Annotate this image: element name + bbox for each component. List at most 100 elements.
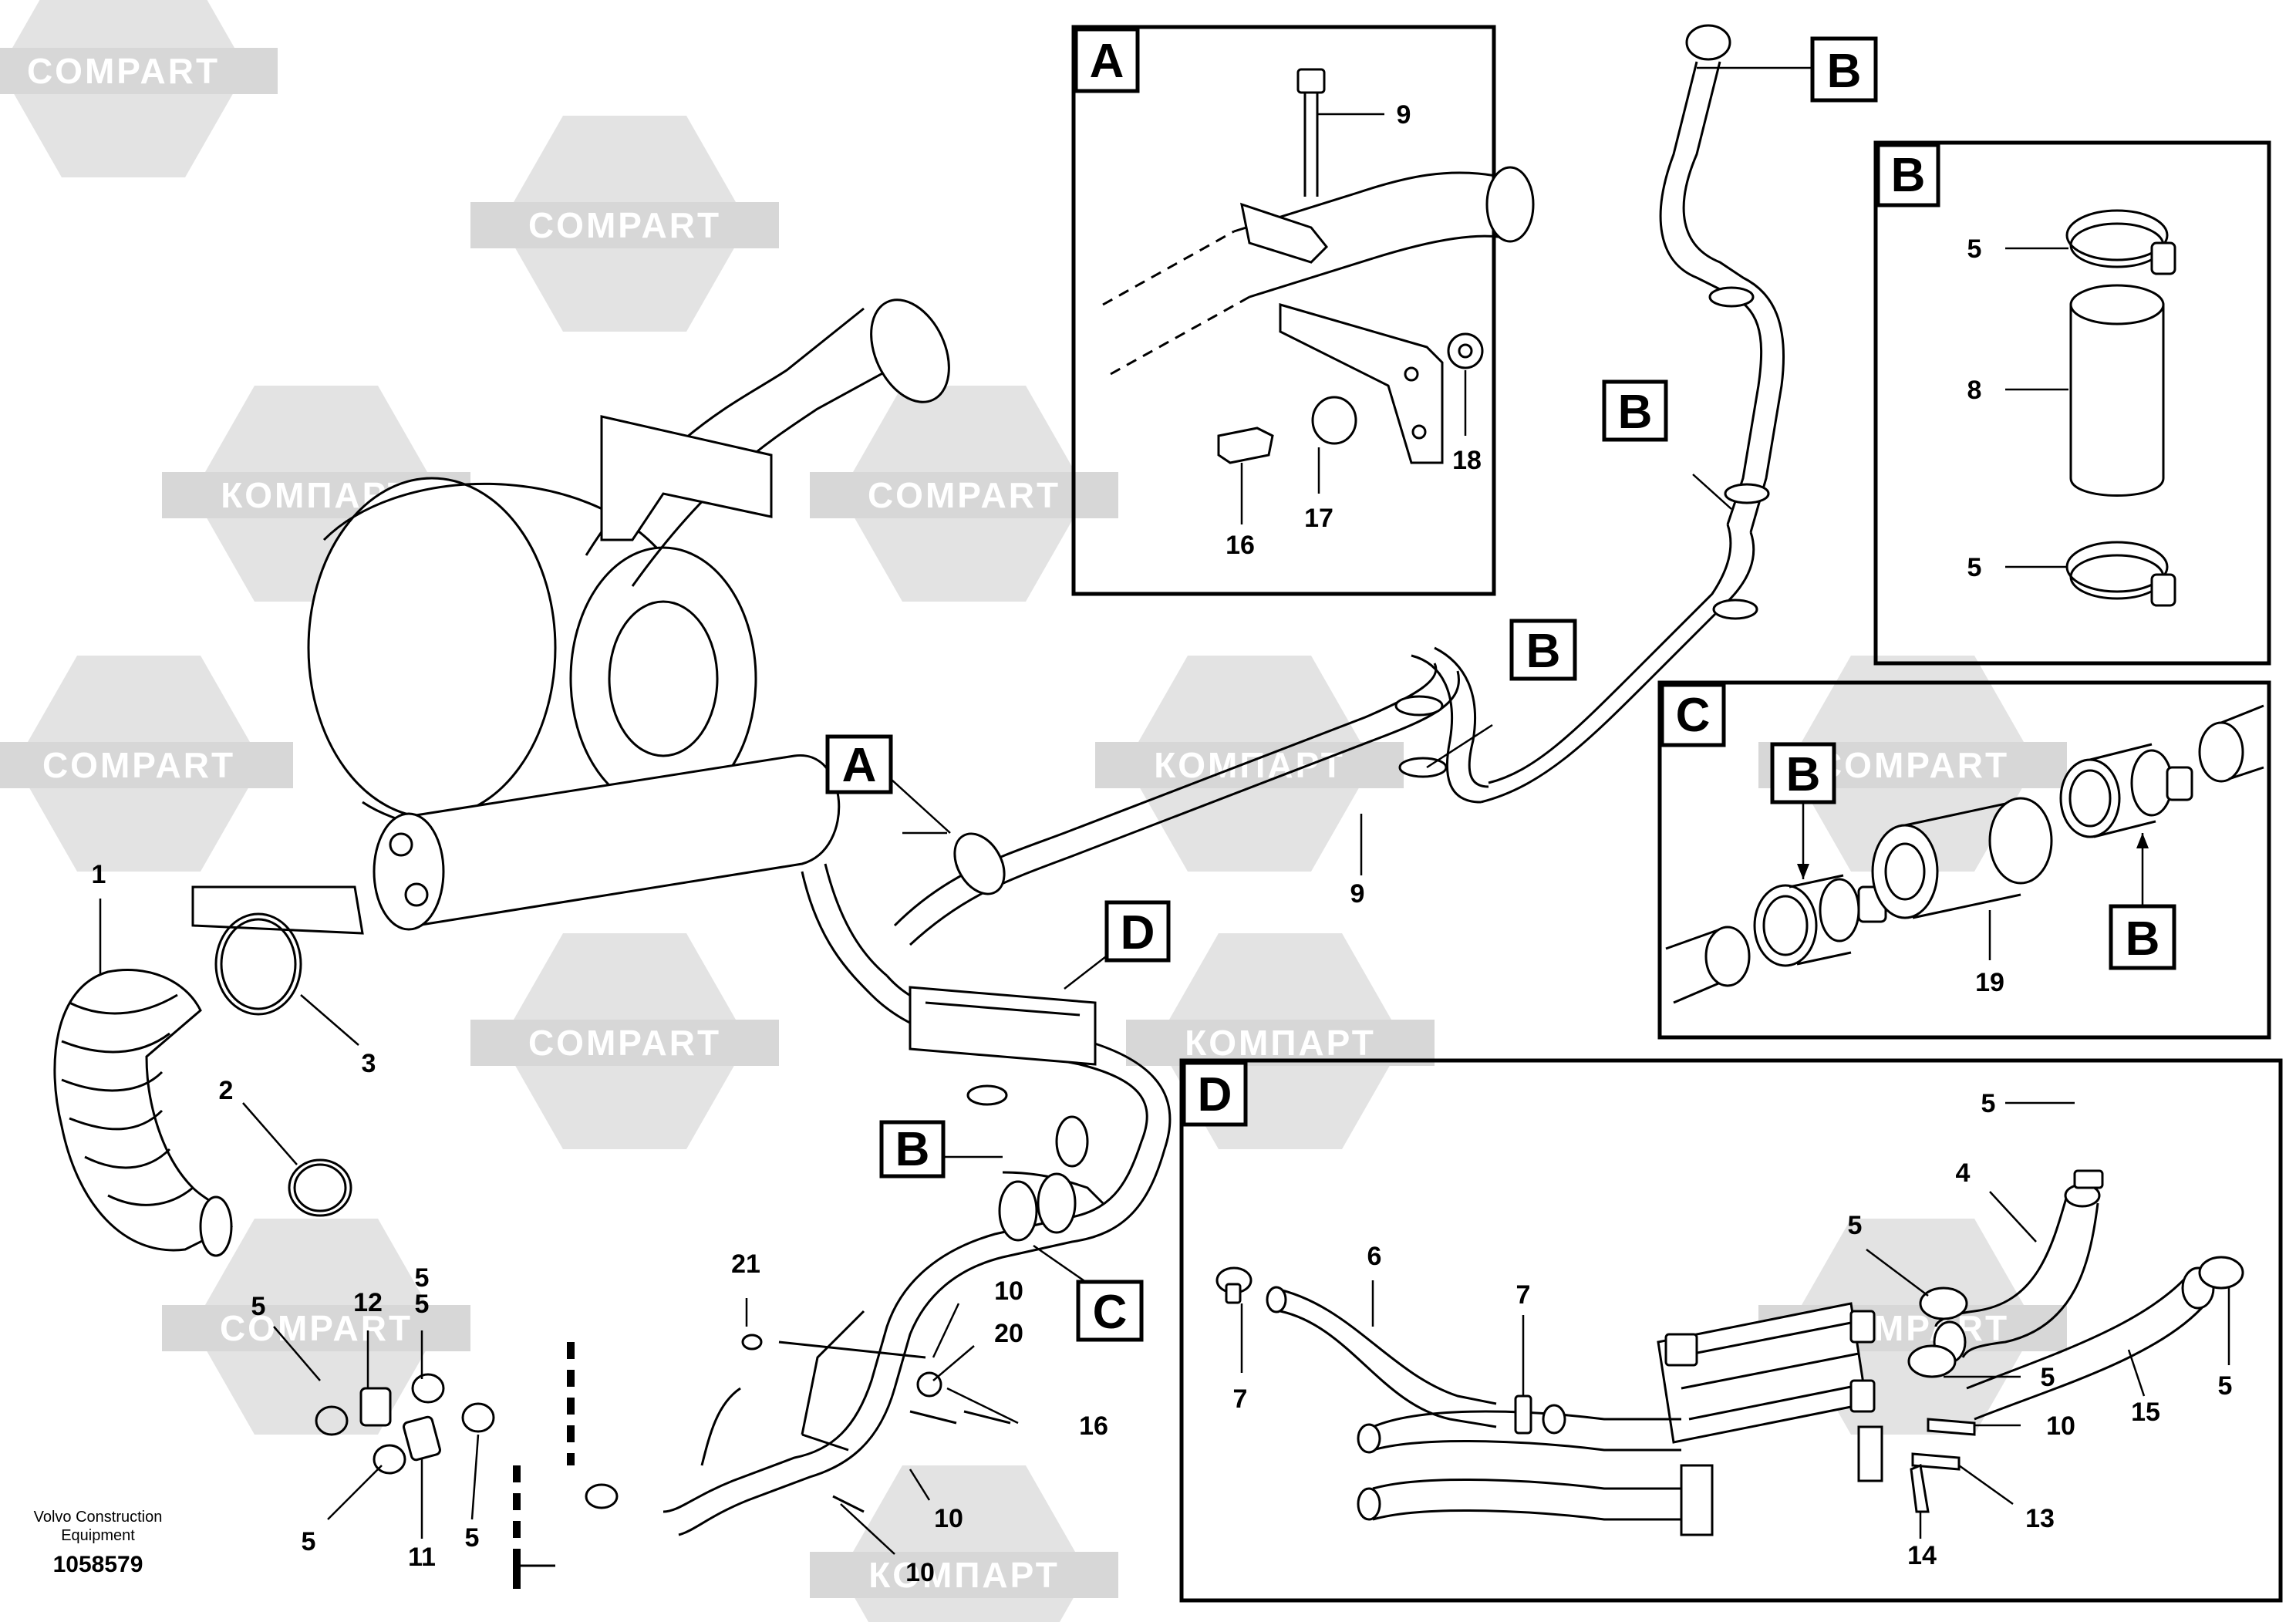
ref-tag-B-mid[interactable]: B	[1509, 619, 1577, 681]
detail-D-callout-6: 6	[1367, 1242, 1382, 1271]
svg-text:B: B	[2126, 912, 2160, 966]
ref-tag-C-main[interactable]: C	[1076, 1280, 1144, 1342]
ref-tag-B-top[interactable]: B	[1810, 36, 1878, 103]
svg-text:КОМПАРТ: КОМПАРТ	[868, 1555, 1060, 1595]
detail-B-callout-5-top: 5	[1967, 234, 1982, 264]
coolant-pipe-routing	[585, 24, 1785, 1536]
intake-bellows-hose	[53, 968, 233, 1257]
svg-text:COMPART: COMPART	[220, 1308, 413, 1348]
detail-D-callout-15: 15	[2131, 1398, 2160, 1427]
callout-10-main-c: 10	[905, 1558, 935, 1587]
callout-12: 12	[353, 1288, 383, 1317]
callout-2: 2	[219, 1076, 234, 1105]
detail-C-callout-19: 19	[1975, 968, 2004, 997]
callout-10-main-b: 10	[934, 1504, 963, 1533]
hose-clamp-ring-2	[288, 1158, 352, 1217]
main-callout-numbers: 1 2 3 9 21 10 20 16 12 5 5 5 5 5 11 10 1…	[92, 860, 1365, 1587]
svg-text:COMPART: COMPART	[528, 205, 721, 245]
main-callout-leaders	[99, 66, 1812, 1555]
drawing-number: 1058579	[53, 1552, 143, 1577]
detail-view-A: A 9 16 17 18	[1071, 25, 1535, 596]
detail-D-callout-5-lower: 5	[2041, 1363, 2055, 1392]
svg-text:COMPART: COMPART	[868, 475, 1060, 515]
detail-C-title: C	[1660, 683, 1726, 747]
detail-D-title: D	[1182, 1061, 1248, 1127]
watermark-tile: COMPART	[470, 116, 779, 332]
maker-name-line1: Volvo Construction	[34, 1509, 163, 1526]
detail-view-D: D	[1179, 1058, 2283, 1603]
svg-text:B: B	[1526, 625, 1561, 678]
watermark-tile: COMPART	[470, 933, 779, 1149]
detail-D-callout-7-right: 7	[1516, 1280, 1531, 1310]
detail-A-title: A	[1074, 27, 1140, 93]
detail-B-title: B	[1876, 143, 1940, 207]
callout-11: 11	[408, 1543, 436, 1572]
callout-16-main: 16	[1079, 1411, 1108, 1441]
svg-text:B: B	[895, 1123, 930, 1176]
callout-5-main-a: 5	[415, 1263, 430, 1293]
callout-5-main-c: 5	[302, 1527, 316, 1556]
svg-text:A: A	[842, 739, 877, 792]
callout-5-main-e: 5	[415, 1290, 430, 1319]
svg-text:КОМПАРТ: КОМПАРТ	[1185, 1023, 1376, 1063]
detail-view-C: C B	[1657, 680, 2271, 1040]
watermark-tile: COMPART	[0, 0, 278, 177]
svg-text:D: D	[1121, 906, 1155, 959]
callout-21: 21	[731, 1249, 760, 1279]
svg-text:A: A	[1090, 35, 1124, 88]
drawing-footer: Volvo Construction Equipment 1058579	[34, 1509, 163, 1577]
detail-D-callout-13: 13	[2025, 1504, 2055, 1533]
detail-D-callout-5-far-right: 5	[2218, 1371, 2233, 1401]
detail-D-callout-5-mid: 5	[1848, 1211, 1863, 1240]
detail-D-callout-5-top: 5	[1981, 1089, 1996, 1118]
callout-5-main-b: 5	[251, 1292, 266, 1321]
maker-name-line2: Equipment	[61, 1527, 135, 1544]
svg-text:C: C	[1676, 689, 1711, 742]
ref-tag-D-main[interactable]: D	[1104, 900, 1171, 963]
detail-C-ref-B-left[interactable]: B	[1770, 742, 1836, 804]
engine-aftertreatment-assembly	[191, 298, 950, 935]
detail-B-callout-8: 8	[1967, 376, 1982, 405]
svg-text:B: B	[1786, 748, 1821, 801]
hose-clamp-ring-3	[214, 912, 302, 1016]
callout-1: 1	[92, 860, 106, 889]
svg-text:COMPART: COMPART	[1816, 745, 2009, 785]
callout-9-main: 9	[1350, 879, 1365, 909]
ref-tag-A-main[interactable]: A	[825, 734, 893, 794]
svg-text:C: C	[1093, 1286, 1128, 1339]
detail-B-callout-5-bottom: 5	[1967, 553, 1982, 582]
ref-tag-B-lower[interactable]: B	[879, 1120, 946, 1179]
detail-A-callout-16: 16	[1226, 531, 1255, 560]
detail-D-callout-10: 10	[2046, 1411, 2075, 1441]
detail-D-callout-14: 14	[1907, 1541, 1937, 1570]
ref-tag-B-upper-right[interactable]: B	[1602, 379, 1668, 442]
svg-text:D: D	[1198, 1068, 1232, 1121]
svg-text:B: B	[1827, 45, 1862, 98]
svg-text:B: B	[1618, 386, 1653, 439]
detail-C-ref-B-right[interactable]: B	[2109, 904, 2176, 970]
callout-10-main-a: 10	[994, 1276, 1023, 1306]
watermark-tile: КОМПАРТ	[1095, 656, 1404, 872]
watermark-tile: КОМПАРТ	[1126, 933, 1435, 1149]
watermark-tile: COMPART	[810, 386, 1118, 602]
svg-text:КОМПАРТ: КОМПАРТ	[1154, 745, 1345, 785]
svg-text:COMPART: COMPART	[528, 1023, 721, 1063]
watermark-tile: COMPART	[0, 656, 293, 872]
svg-text:COMPART: COMPART	[27, 51, 220, 91]
detail-D-callout-4: 4	[1956, 1158, 1971, 1188]
section-break-line	[513, 1342, 575, 1589]
callout-20: 20	[994, 1319, 1023, 1348]
detail-A-callout-9: 9	[1397, 100, 1411, 130]
watermark-tile: COMPART	[162, 1219, 470, 1435]
svg-text:B: B	[1891, 149, 1926, 202]
watermark-tile: КОМПАРТ	[810, 1465, 1118, 1622]
detail-D-callout-7-left: 7	[1233, 1384, 1248, 1414]
callout-3: 3	[362, 1049, 376, 1078]
detail-A-callout-18: 18	[1452, 446, 1482, 475]
detail-view-B: B 5 8 5	[1873, 140, 2271, 666]
callout-5-main-d: 5	[465, 1523, 480, 1553]
detail-A-callout-17: 17	[1304, 504, 1333, 533]
svg-text:COMPART: COMPART	[42, 745, 235, 785]
loose-hose-parts	[315, 1373, 495, 1475]
